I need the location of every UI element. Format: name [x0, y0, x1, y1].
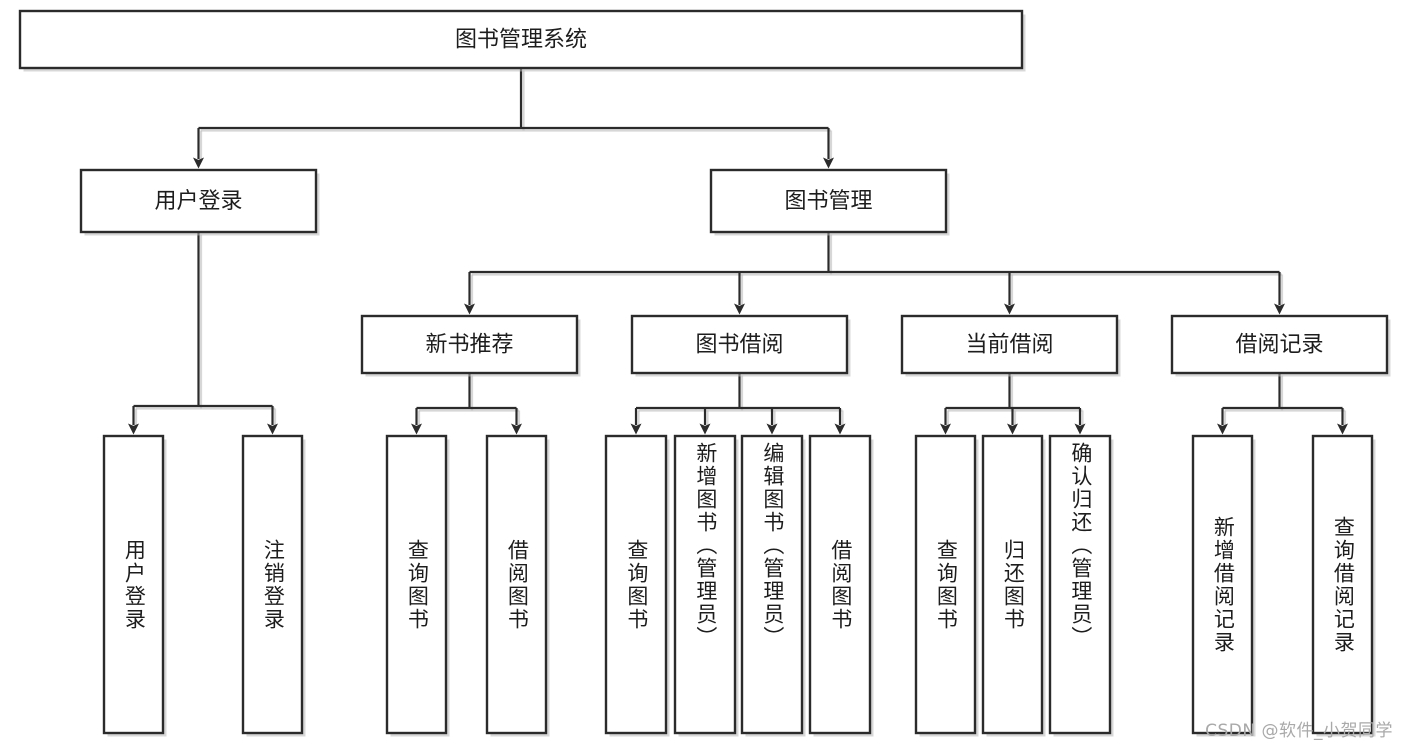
node-leaf-query-book-recommend[interactable] — [385, 434, 448, 735]
node-leaf-confirm-return[interactable] — [1048, 434, 1112, 735]
node-leaf-return-book[interactable] — [981, 434, 1044, 735]
node-leaf-edit-book[interactable] — [740, 434, 804, 735]
node-label: 用户登录 — [154, 189, 242, 214]
node-leaf-add-book[interactable] — [673, 434, 737, 735]
node-borrow-record[interactable] — [1170, 314, 1389, 375]
node-new-book-recommend[interactable] — [360, 314, 579, 375]
node-leaf-add-record[interactable] — [1191, 434, 1254, 735]
node-label: 当前借阅 — [965, 333, 1053, 358]
node-leaf-borrow-book[interactable] — [808, 434, 872, 735]
watermark-text: CSDN @软件_小贺同学 — [1205, 721, 1393, 741]
node-leaf-borrow-book-recommend[interactable] — [485, 434, 548, 735]
node-current-borrow[interactable] — [900, 314, 1119, 375]
node-root-root[interactable] — [18, 9, 1024, 70]
edges-layer — [128, 68, 1348, 435]
node-leaf-user-login[interactable] — [102, 434, 165, 735]
node-book-borrow[interactable] — [630, 314, 849, 375]
node-leaf-query-book-current[interactable] — [914, 434, 977, 735]
node-book-management[interactable] — [709, 168, 948, 234]
node-label: 图书管理 — [784, 189, 872, 214]
node-leaf-query-book-borrow[interactable] — [604, 434, 668, 735]
node-leaf-logout[interactable] — [241, 434, 304, 735]
node-leaf-query-record[interactable] — [1311, 434, 1374, 735]
node-label: 图书管理系统 — [455, 28, 587, 53]
node-label: 新书推荐 — [425, 333, 513, 358]
node-label: 借阅记录 — [1235, 333, 1323, 358]
node-label: 图书借阅 — [695, 333, 783, 358]
node-user-login[interactable] — [79, 168, 318, 234]
